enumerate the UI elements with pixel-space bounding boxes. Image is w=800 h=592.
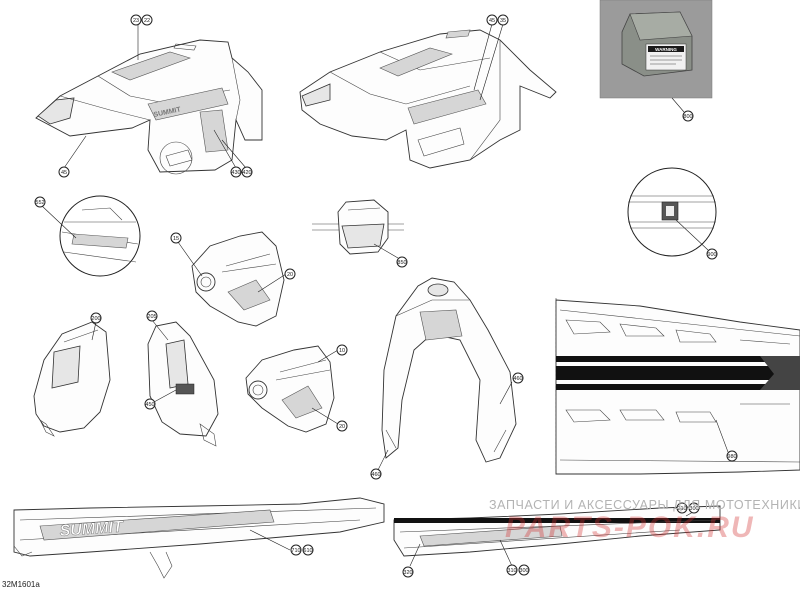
callout-45-right: 45 xyxy=(489,18,495,24)
callout-22: 22 xyxy=(144,18,150,24)
callout-310: 310 xyxy=(507,568,516,574)
side-rail-left: SUMMIT 710 610 xyxy=(13,497,385,579)
callout-800: 800 xyxy=(683,114,692,120)
callout-10: 10 xyxy=(339,348,345,354)
callout-430: 430 xyxy=(231,170,240,176)
callout-20-upper: 20 xyxy=(287,272,293,278)
detail-552: 552 xyxy=(34,195,141,277)
callout-300-lower: 300 xyxy=(519,568,528,574)
detail-900: 900 xyxy=(627,167,718,260)
callout-205: 205 xyxy=(147,314,156,320)
callout-850: 850 xyxy=(397,260,406,266)
callout-20-lower: 20 xyxy=(339,424,345,430)
callout-460-right: 460 xyxy=(513,376,522,382)
callout-900: 900 xyxy=(707,252,716,258)
callout-210: 210 xyxy=(677,506,686,512)
callout-45-left: 45 xyxy=(61,170,67,176)
watermark-logo-text: PARTS-POK.RU xyxy=(505,511,755,544)
summit-rail-decal-text: SUMMIT xyxy=(59,519,124,540)
tunnel-top-view: 980 xyxy=(555,298,800,475)
callout-980: 980 xyxy=(727,454,736,460)
hood-460: 460 460 xyxy=(370,277,524,480)
callout-420: 420 xyxy=(242,170,251,176)
callout-450: 450 xyxy=(145,402,154,408)
warning-block-photo: WARNING 800 xyxy=(599,0,713,122)
callout-610: 610 xyxy=(303,548,312,554)
callout-300-upper: 300 xyxy=(689,506,698,512)
callout-552: 552 xyxy=(35,200,44,206)
lower-panel-right: 205 450 xyxy=(144,310,219,447)
side-rail-right: 320 310 300 210 300 xyxy=(393,502,721,578)
side-panel-assembly-right xyxy=(299,29,557,169)
callout-35: 35 xyxy=(500,18,506,24)
callout-23: 23 xyxy=(133,18,139,24)
callouts-left-panel: 23 22 45 430 420 xyxy=(58,14,253,178)
bracket-850: 850 xyxy=(312,199,408,268)
callout-320: 320 xyxy=(403,570,412,576)
callout-710: 710 xyxy=(291,548,300,554)
callouts-right-panel: 45 35 xyxy=(473,14,509,101)
figure-code: 32M1601a xyxy=(2,580,40,589)
lower-panel-left: 200 xyxy=(33,312,111,437)
watermark-caption: ЗАПЧАСТИ И АКСЕССУАРЫ ДЛЯ МОТОТЕХНИКИ xyxy=(489,498,800,512)
warning-label-text: WARNING xyxy=(655,47,677,52)
dash-console-upper: 15 20 xyxy=(170,231,296,327)
callout-200: 200 xyxy=(91,316,100,322)
dash-console-lower: 10 20 xyxy=(245,344,348,433)
callout-460-left: 460 xyxy=(371,472,380,478)
callout-15: 15 xyxy=(173,236,179,242)
